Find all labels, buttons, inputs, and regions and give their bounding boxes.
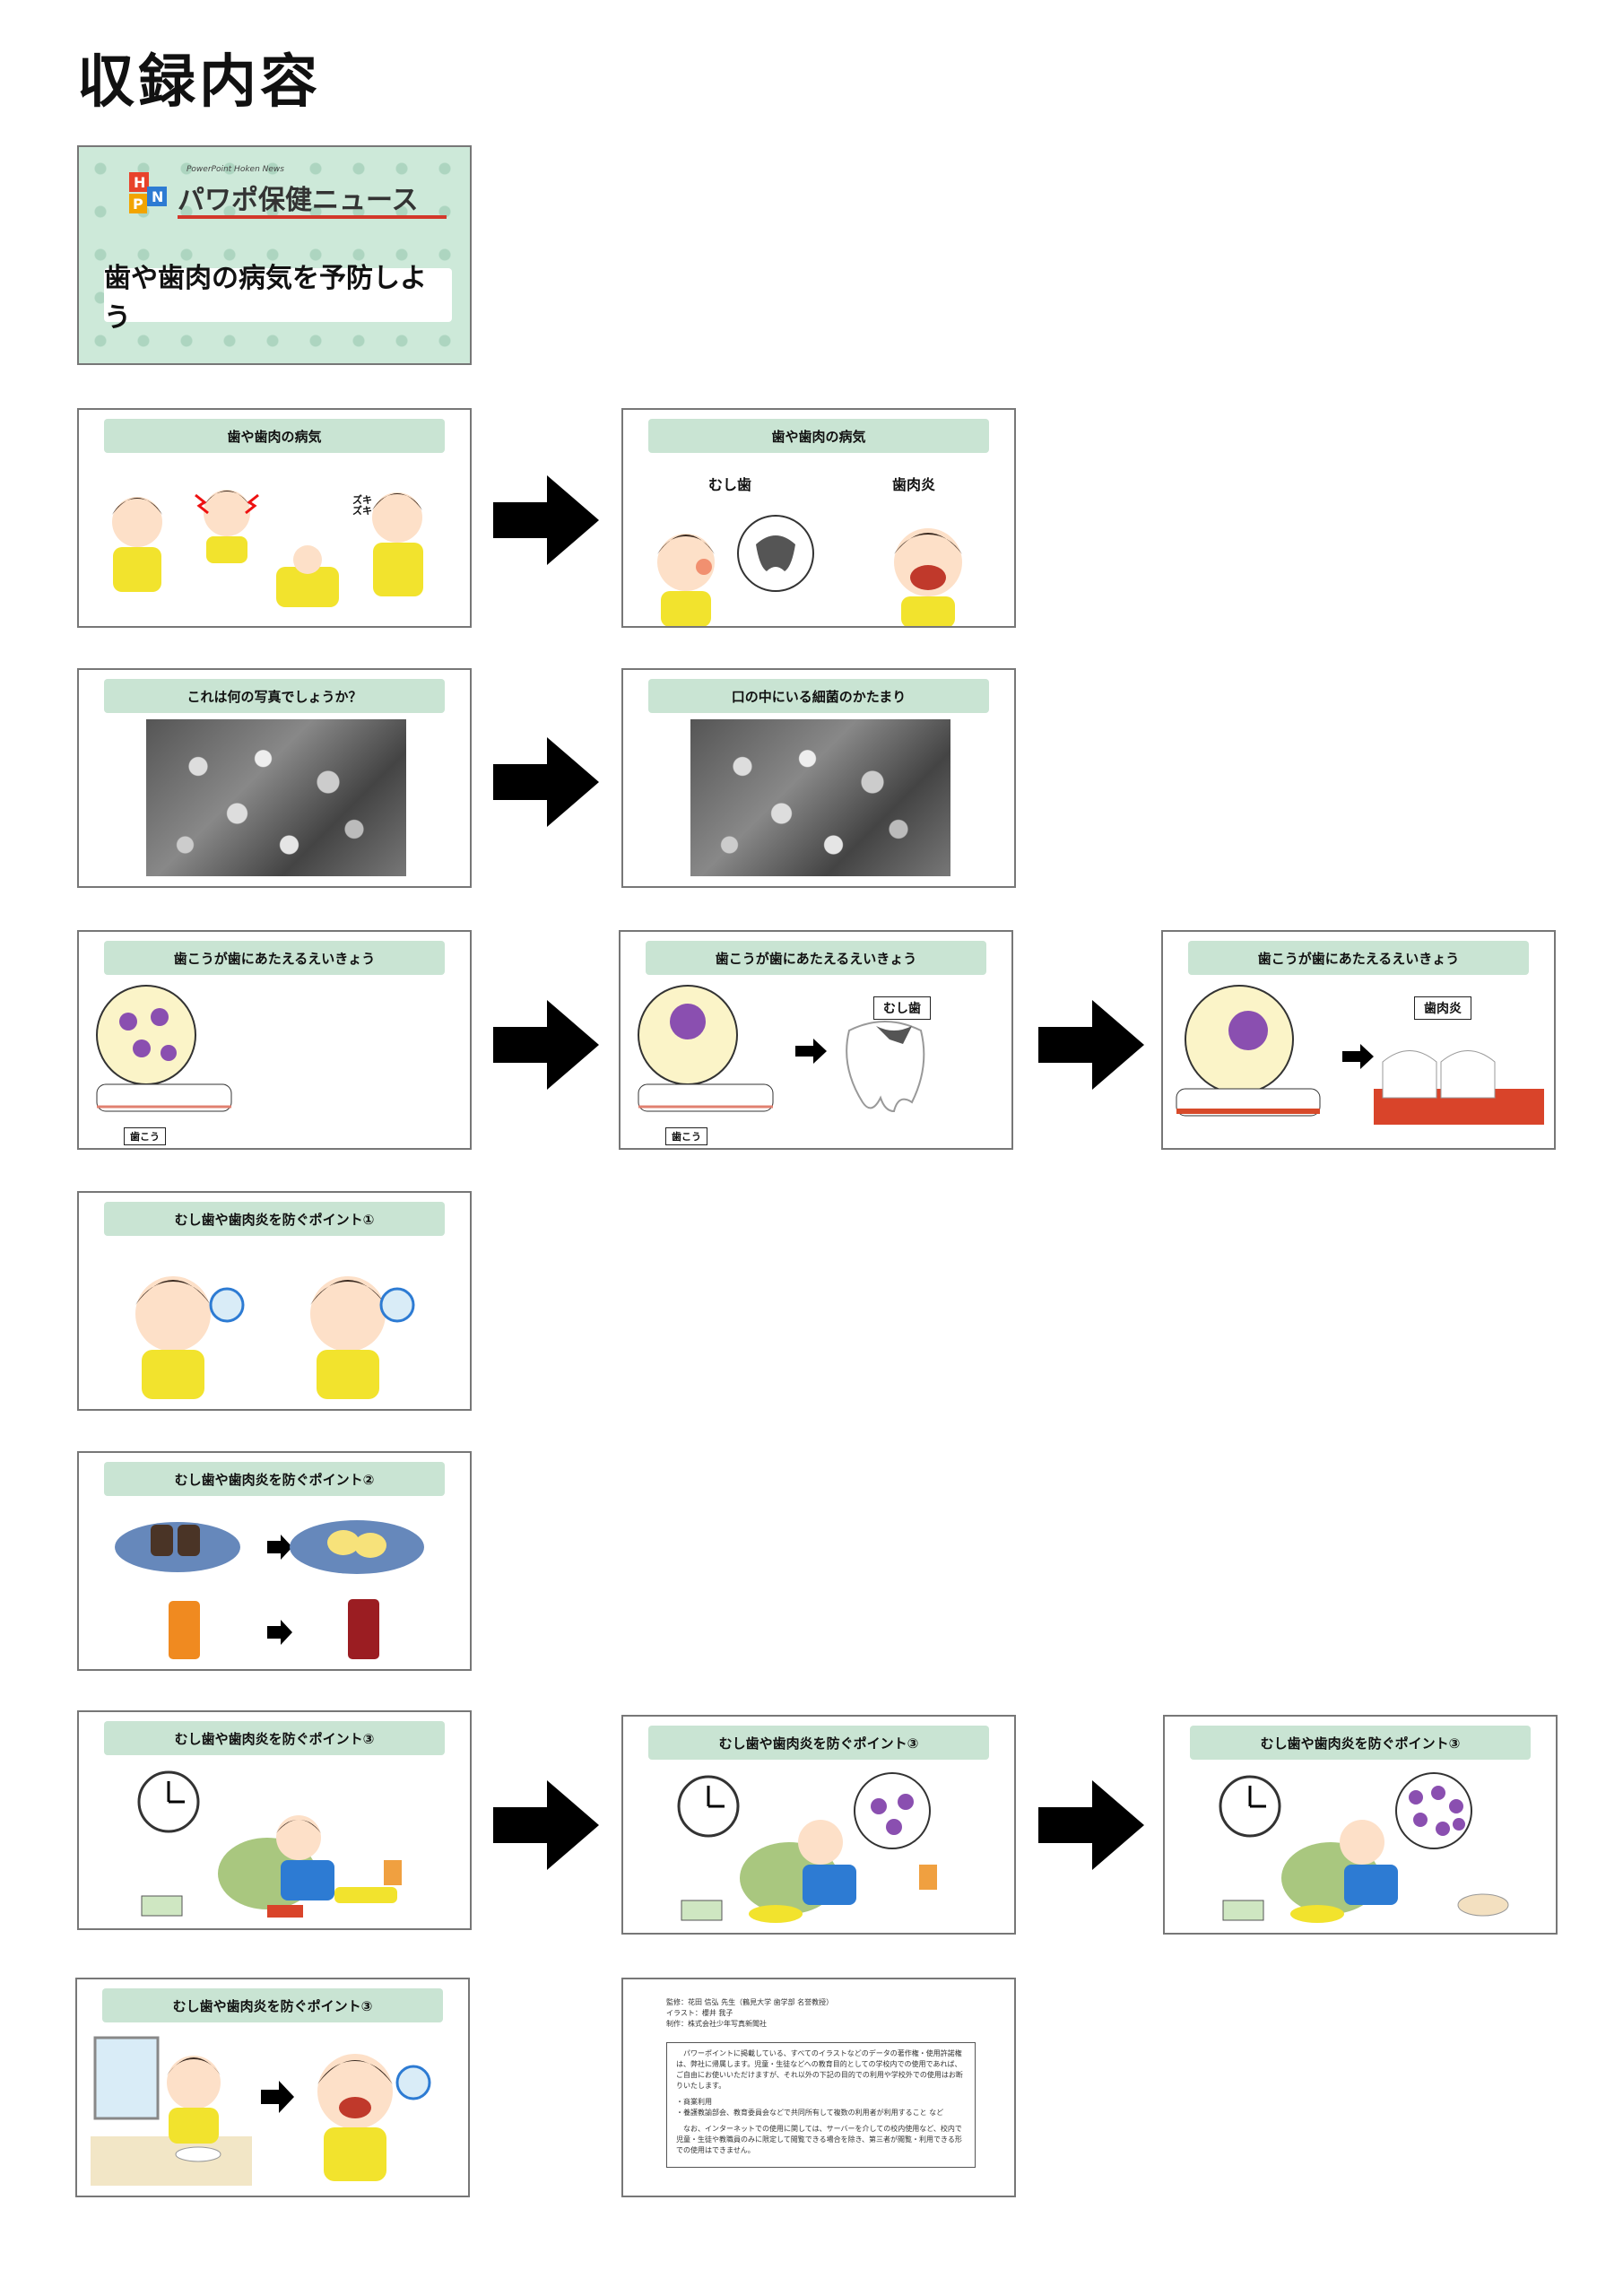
- slide-point3-b[interactable]: むし歯や歯肉炎を防ぐポイント③: [621, 1715, 1016, 1935]
- slide-point3-a[interactable]: むし歯や歯肉炎を防ぐポイント③: [77, 1710, 472, 1930]
- credits-text: 監修：花田 信弘 先生（鶴見大学 歯学部 名誉教授） イラスト：櫻井 我子 制作…: [666, 1997, 833, 2030]
- slide-point3-c[interactable]: むし歯や歯肉炎を防ぐポイント③: [1163, 1715, 1558, 1935]
- page-title: 収録内容: [77, 49, 321, 116]
- arrow-right-icon: [493, 1780, 599, 1870]
- plaque-germs-illustration: [96, 985, 232, 1112]
- cover-slide[interactable]: H N P PowerPoint Hoken News パワポ保健ニュース 歯や…: [77, 145, 472, 365]
- slide-disease-1[interactable]: 歯や歯肉の病気 ズキズキ: [77, 408, 472, 628]
- slide-point3-d[interactable]: むし歯や歯肉炎を防ぐポイント③: [75, 1978, 470, 2197]
- caries-result-label: むし歯: [873, 996, 931, 1020]
- bacteria-micrograph: [690, 719, 950, 876]
- children-toothache-illustration: [112, 490, 423, 607]
- notice-paragraph: なお、インターネットでの使用に関しては、サーバーを介しての校内使用など、校内で児…: [676, 2125, 962, 2154]
- logo-underline: [178, 215, 447, 219]
- cover-logo-subtitle: PowerPoint Hoken News: [187, 165, 284, 174]
- notice-paragraph: パワーポイントに掲載している、すべてのイラストなどのデータの著作権・使用許諾権は…: [676, 2049, 963, 2090]
- gingivitis-result-label: 歯肉炎: [1414, 996, 1471, 1020]
- slide-plaque-1[interactable]: 歯こうが歯にあたえるえいきょう 歯こう: [77, 930, 472, 1150]
- slide-title: 歯や歯肉の病気: [648, 419, 989, 453]
- slide-disease-2[interactable]: 歯や歯肉の病気 むし歯 歯肉炎: [621, 408, 1016, 628]
- notice-item: ・商業利用: [676, 2098, 712, 2106]
- arrow-right-icon: [493, 737, 599, 827]
- plaque-label: 歯こう: [665, 1127, 707, 1145]
- caries-label: むし歯: [708, 476, 752, 493]
- slide-title: むし歯や歯肉炎を防ぐポイント③: [102, 1988, 443, 2022]
- slide-title: 口の中にいる細菌のかたまり: [648, 679, 989, 713]
- slide-title: 歯こうが歯にあたえるえいきょう: [646, 941, 986, 975]
- plaque-label: 歯こう: [124, 1127, 166, 1145]
- gingivitis-label: 歯肉炎: [892, 476, 936, 493]
- brushing-teeth-illustration: [135, 1276, 415, 1399]
- eat-then-brush-illustration: [91, 2036, 431, 2186]
- slide-photo-1[interactable]: これは何の写真でしょうか？: [77, 668, 472, 888]
- snacks-and-drinks-illustration: [115, 1520, 424, 1659]
- slide-point1[interactable]: むし歯や歯肉炎を防ぐポイント①: [77, 1191, 472, 1411]
- slide-title: むし歯や歯肉炎を防ぐポイント②: [104, 1462, 445, 1496]
- arrow-right-icon: [493, 1000, 599, 1090]
- svg-text:H: H: [134, 174, 145, 191]
- plaque-to-gingivitis-illustration: [1176, 985, 1544, 1125]
- credit-illustrator: イラスト：櫻井 我子: [666, 2009, 733, 2017]
- caries-gingivitis-illustration: [657, 515, 962, 626]
- slide-title: 歯こうが歯にあたえるえいきょう: [1188, 941, 1529, 975]
- slide-title: むし歯や歯肉炎を防ぐポイント③: [1190, 1726, 1531, 1760]
- cover-logo: パワポ保健ニュース: [178, 185, 419, 216]
- credit-supervisor: 監修：花田 信弘 先生（鶴見大学 歯学部 名誉教授）: [666, 1998, 834, 2006]
- slide-title: 歯こうが歯にあたえるえいきょう: [104, 941, 445, 975]
- slide-photo-2[interactable]: 口の中にいる細菌のかたまり: [621, 668, 1016, 888]
- notice-item: ・養護教諭部会、教育委員会などで共同所有して複数の利用者が利用すること など: [676, 2109, 944, 2117]
- arrow-right-icon: [1038, 1000, 1144, 1090]
- slide-title: むし歯や歯肉炎を防ぐポイント③: [104, 1721, 445, 1755]
- bacteria-micrograph: [146, 719, 406, 876]
- credit-producer: 制作：株式会社少年写真新聞社: [666, 2020, 767, 2028]
- slide-title: これは何の写真でしょうか？: [104, 679, 445, 713]
- slide-title: 歯や歯肉の病気: [104, 419, 445, 453]
- hpn-logo-icon: H N P: [129, 172, 167, 213]
- slide-point2[interactable]: むし歯や歯肉炎を防ぐポイント②: [77, 1451, 472, 1671]
- copyright-notice: パワーポイントに掲載している、すべてのイラストなどのデータの著作権・使用許諾権は…: [666, 2042, 976, 2168]
- svg-text:P: P: [133, 196, 143, 213]
- slide-credits[interactable]: 監修：花田 信弘 先生（鶴見大学 歯学部 名誉教授） イラスト：櫻井 我子 制作…: [621, 1978, 1016, 2197]
- slide-title: むし歯や歯肉炎を防ぐポイント③: [648, 1726, 989, 1760]
- slide-title: むし歯や歯肉炎を防ぐポイント①: [104, 1202, 445, 1236]
- slide-plaque-2[interactable]: 歯こうが歯にあたえるえいきょう むし歯 歯こう: [619, 930, 1013, 1150]
- arrow-right-icon: [1038, 1780, 1144, 1870]
- svg-text:N: N: [152, 188, 163, 205]
- slide-plaque-3[interactable]: 歯こうが歯にあたえるえいきょう 歯肉炎: [1161, 930, 1556, 1150]
- snacking-child-germs-illustration: [677, 1772, 937, 1923]
- snacking-child-illustration: [137, 1770, 402, 1918]
- arrow-right-icon: [493, 475, 599, 565]
- plaque-to-caries-illustration: [638, 985, 925, 1113]
- cover-title: 歯や歯肉の病気を予防しよう: [104, 263, 452, 334]
- onomatopoeia-label: ズキズキ: [352, 494, 372, 517]
- snacking-child-many-germs-illustration: [1219, 1772, 1509, 1923]
